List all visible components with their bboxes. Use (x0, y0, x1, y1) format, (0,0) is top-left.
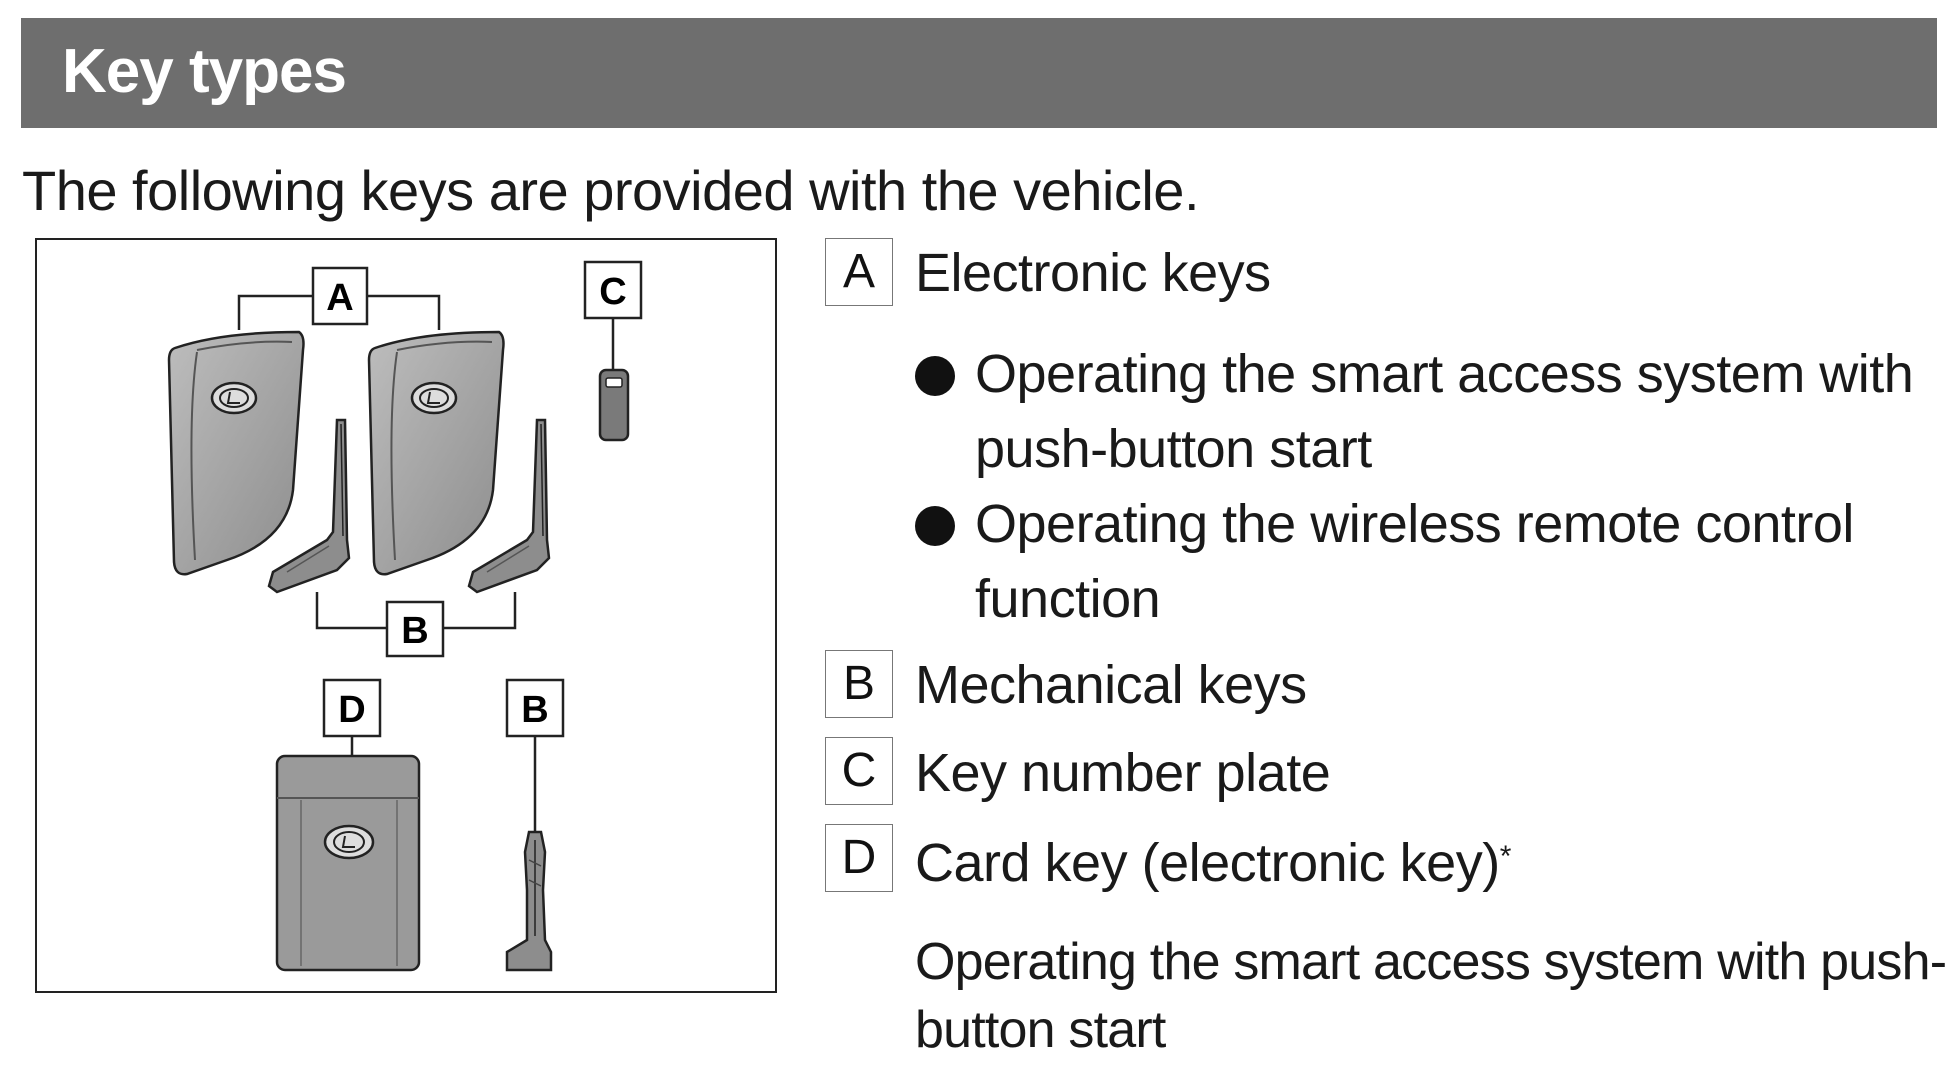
key-types-illustration: A C (35, 238, 777, 993)
legend-letter-a: A (825, 238, 893, 306)
legend-label-card-key: Card key (electronic key)* (915, 830, 1511, 896)
figure-label-a: A (311, 266, 369, 326)
section-header: Key types (21, 18, 1937, 128)
section-title: Key types (62, 37, 347, 106)
bullet-2-line1: Operating the wireless remote control (975, 494, 1854, 554)
legend-letter-c: C (825, 737, 893, 805)
bullet-2-line2: function (975, 569, 1161, 629)
legend-label-mechanical-keys: Mechanical keys (915, 655, 1307, 715)
keys-drawing: A C (167, 260, 643, 972)
key-number-plate (598, 368, 630, 442)
figure-label-b-lower-text: B (521, 689, 548, 731)
figure-label-d: D (322, 678, 382, 738)
legend-letter-d: D (825, 824, 893, 892)
mechanical-key-2 (467, 418, 551, 594)
mechanical-key-spare (505, 830, 553, 972)
figure-label-c: C (583, 260, 643, 320)
figure-label-b-upper: B (385, 600, 445, 658)
card-key-note-line1: Operating the smart access system with p… (915, 933, 1947, 991)
legend-letter-b: B (825, 650, 893, 718)
figure-label-b-upper-text: B (401, 610, 428, 652)
card-key-label-text: Card key (electronic key) (915, 833, 1500, 893)
bullet-1-line2: push-button start (975, 419, 1372, 479)
figure-label-d-text: D (338, 689, 365, 731)
electronic-key-fob-2 (367, 330, 505, 576)
figure-label-b-lower: B (505, 678, 565, 738)
electronic-key-fob-1 (167, 330, 305, 576)
card-key-note: Operating the smart access system with p… (915, 928, 1947, 1064)
legend-label-electronic-keys: Electronic keys (915, 243, 1271, 303)
mechanical-key-1 (267, 418, 351, 594)
legend-label-key-number-plate: Key number plate (915, 743, 1331, 803)
leader-lines-a (237, 294, 441, 330)
leader-lines-b-upper (315, 592, 517, 630)
bullet-icon (915, 506, 955, 546)
bullet-icon (915, 356, 955, 396)
bullet-1-line1: Operating the smart access system with (975, 344, 1914, 404)
figure-label-a-text: A (326, 277, 353, 319)
intro-text: The following keys are provided with the… (22, 159, 1200, 222)
figure-label-c-text: C (599, 271, 626, 313)
card-key (275, 754, 421, 972)
footnote-mark: * (1499, 840, 1512, 873)
card-key-note-line2: button start (915, 1001, 1166, 1059)
